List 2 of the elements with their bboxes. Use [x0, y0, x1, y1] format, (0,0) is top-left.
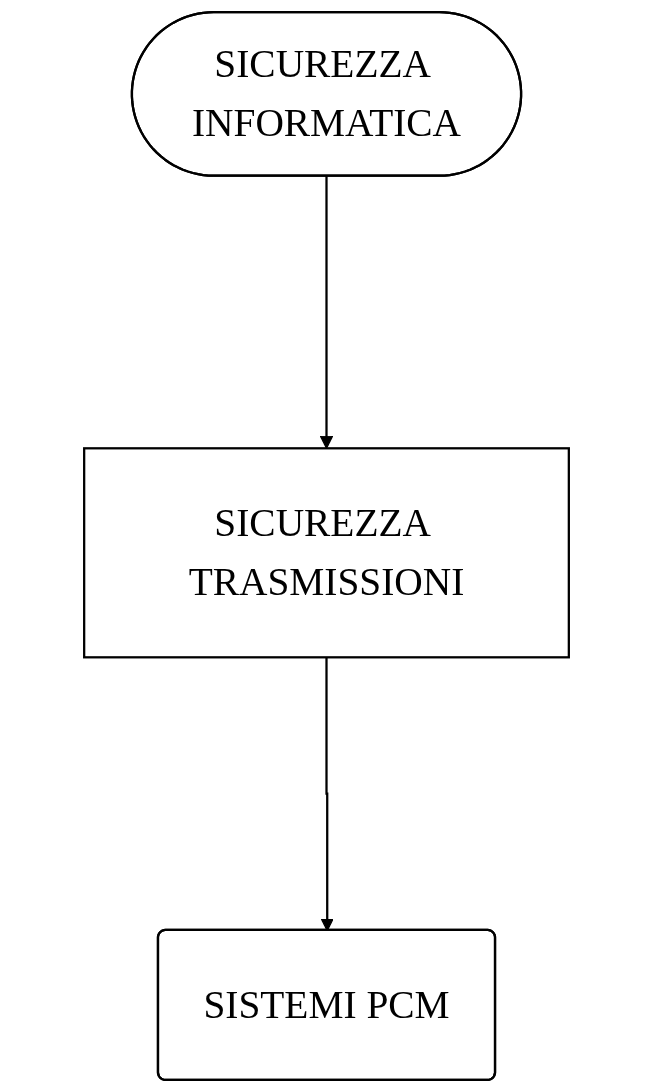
node-box: SICUREZZA TRASMISSIONI [83, 447, 570, 659]
arrow [319, 175, 334, 449]
